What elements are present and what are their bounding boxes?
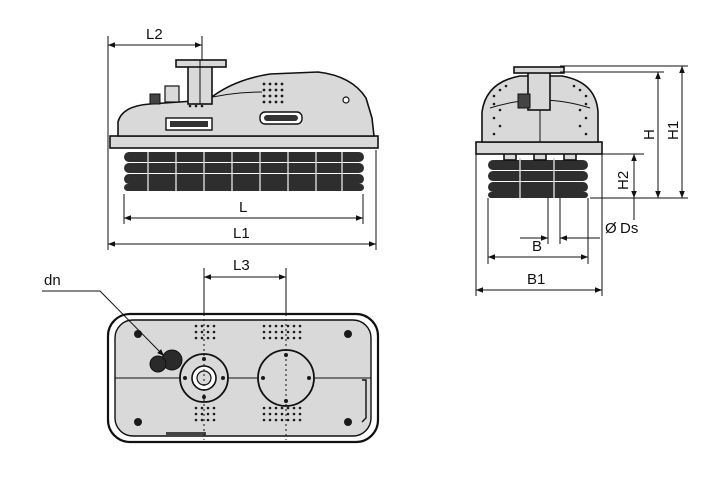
dim-label-dn: dn [44,272,61,289]
dim-label-h2: H2 [615,171,632,190]
top-view [106,312,380,444]
top-view-suction-port [257,349,315,407]
dim-label-h: H [641,129,658,140]
side-view-dimensions [107,36,377,250]
dim-label-b: B [532,238,542,255]
side-view [109,59,379,191]
top-view-connector-flange [179,353,229,403]
top-view-dn-fitting [149,349,183,373]
dim-diameter-symbol: Ø [605,220,617,237]
front-view-connector [513,66,565,111]
front-view-bellows [488,151,588,198]
dim-label-b1: B1 [527,271,545,288]
dim-label-l2: L2 [146,26,163,43]
top-view-vent-dots [194,324,302,422]
dim-label-l: L [239,199,247,216]
dim-label-l3: L3 [233,257,250,274]
front-view-dots [492,84,588,136]
side-view-base-plate [109,135,379,149]
side-view-connector [175,59,227,105]
front-view-dimensions [475,65,688,296]
dim-label-h1: H1 [665,121,682,140]
dim-label-l1: L1 [233,225,250,242]
dim-label-ds: Ds [620,220,638,237]
top-view-dimensions [42,268,287,440]
side-view-bellows [124,152,364,191]
front-view-base-plate [475,141,603,155]
front-view [475,66,603,198]
